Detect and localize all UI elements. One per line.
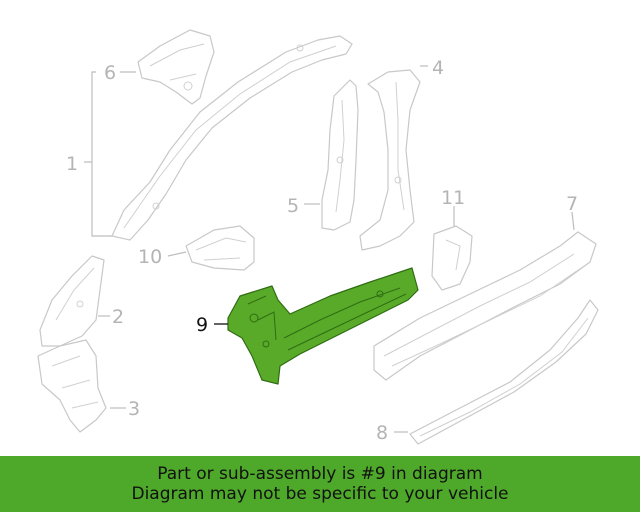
part-11-reinforcement[interactable] [431, 225, 473, 291]
banner-line-1: Part or sub-assembly is #9 in diagram [157, 464, 483, 484]
part-3-lower-pillar[interactable] [37, 339, 107, 433]
banner-line-2: Diagram may not be specific to your vehi… [131, 484, 509, 504]
part-2-hinge-pillar[interactable] [39, 255, 105, 347]
part-9-inner-rocker-highlighted[interactable] [227, 267, 419, 385]
callout-8: 8 [376, 422, 388, 444]
callout-9: 9 [196, 314, 208, 336]
callout-6: 6 [104, 62, 116, 84]
callout-2: 2 [112, 306, 124, 328]
part-1-a-pillar[interactable] [111, 35, 353, 241]
callout-1: 1 [66, 153, 78, 175]
callout-10: 10 [138, 246, 162, 268]
callout-4: 4 [432, 57, 444, 79]
part-7-outer-rocker[interactable] [373, 231, 597, 381]
callout-5: 5 [287, 195, 299, 217]
parts-diagram: 1 6 4 5 10 2 3 11 7 8 9 [37, 29, 599, 445]
part-4-b-pillar-outer[interactable] [359, 69, 421, 251]
callout-3: 3 [128, 398, 140, 420]
part-6-pillar-bracket[interactable] [137, 29, 215, 105]
callout-7: 7 [566, 193, 578, 215]
callout-11: 11 [441, 187, 465, 209]
part-info-banner: Part or sub-assembly is #9 in diagram Di… [0, 456, 640, 512]
part-10-bracket[interactable] [185, 225, 255, 271]
part-5-b-pillar-inner[interactable] [321, 79, 359, 231]
part-8-sill-reinforcement[interactable] [409, 299, 599, 445]
leader-lines [84, 65, 575, 433]
